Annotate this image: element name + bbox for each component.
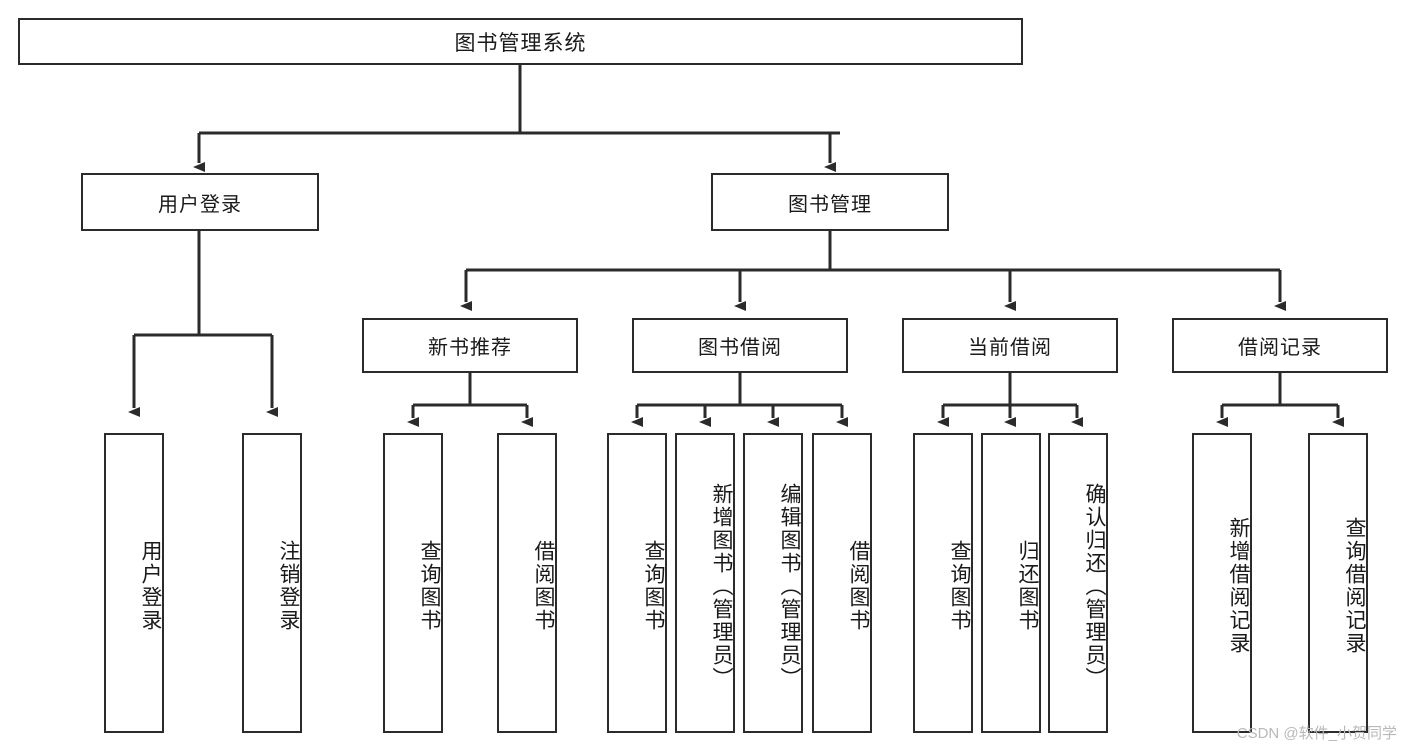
leaf-user-login[interactable]: 用户登录 (104, 433, 164, 733)
node-new-book-recommend[interactable]: 新书推荐 (362, 318, 578, 373)
leaf-edit-book-label: 编辑图书（管理员） (778, 482, 801, 690)
leaf-confirm-return[interactable]: 确认归还（管理员） (1048, 433, 1108, 733)
node-book-borrow-label: 图书借阅 (698, 337, 782, 359)
node-user-login[interactable]: 用户登录 (81, 173, 319, 231)
leaf-confirm-return-label: 确认归还（管理员） (1083, 482, 1106, 690)
leaf-query-record[interactable]: 查询借阅记录 (1308, 433, 1368, 733)
leaf-edit-book[interactable]: 编辑图书（管理员） (743, 433, 803, 733)
leaf-user-login-label: 用户登录 (139, 540, 162, 632)
leaf-query-book-3-label: 查询图书 (948, 540, 971, 632)
leaf-query-book-2-label: 查询图书 (642, 540, 665, 632)
node-user-login-label: 用户登录 (158, 193, 242, 216)
node-book-management[interactable]: 图书管理 (711, 173, 949, 231)
leaf-add-book-label: 新增图书（管理员） (710, 482, 733, 690)
leaf-add-record[interactable]: 新增借阅记录 (1192, 433, 1252, 733)
node-root-label: 图书管理系统 (454, 31, 587, 55)
watermark-text: CSDN @软件_小贺同学 (1236, 725, 1397, 742)
leaf-logout[interactable]: 注销登录 (242, 433, 302, 733)
node-book-borrow[interactable]: 图书借阅 (632, 318, 848, 373)
leaf-add-record-label: 新增借阅记录 (1227, 517, 1250, 655)
leaf-query-record-label: 查询借阅记录 (1343, 517, 1366, 655)
leaf-borrow-book-1-label: 借阅图书 (532, 540, 555, 632)
node-current-borrow-label: 当前借阅 (968, 337, 1052, 359)
leaf-query-book-3[interactable]: 查询图书 (913, 433, 973, 733)
leaf-logout-label: 注销登录 (277, 540, 300, 632)
leaf-return-book[interactable]: 归还图书 (981, 433, 1041, 733)
node-new-book-recommend-label: 新书推荐 (428, 337, 512, 359)
node-current-borrow[interactable]: 当前借阅 (902, 318, 1118, 373)
leaf-borrow-book-2[interactable]: 借阅图书 (812, 433, 872, 733)
node-borrow-record-label: 借阅记录 (1238, 337, 1322, 359)
leaf-query-book-2[interactable]: 查询图书 (607, 433, 667, 733)
node-book-management-label: 图书管理 (788, 193, 872, 216)
leaf-return-book-label: 归还图书 (1016, 540, 1039, 632)
leaf-query-book-1-label: 查询图书 (418, 540, 441, 632)
leaf-borrow-book-2-label: 借阅图书 (847, 540, 870, 632)
node-borrow-record[interactable]: 借阅记录 (1172, 318, 1388, 373)
node-root-system[interactable]: 图书管理系统 (18, 18, 1023, 65)
leaf-borrow-book-1[interactable]: 借阅图书 (497, 433, 557, 733)
leaf-add-book[interactable]: 新增图书（管理员） (675, 433, 735, 733)
leaf-query-book-1[interactable]: 查询图书 (383, 433, 443, 733)
